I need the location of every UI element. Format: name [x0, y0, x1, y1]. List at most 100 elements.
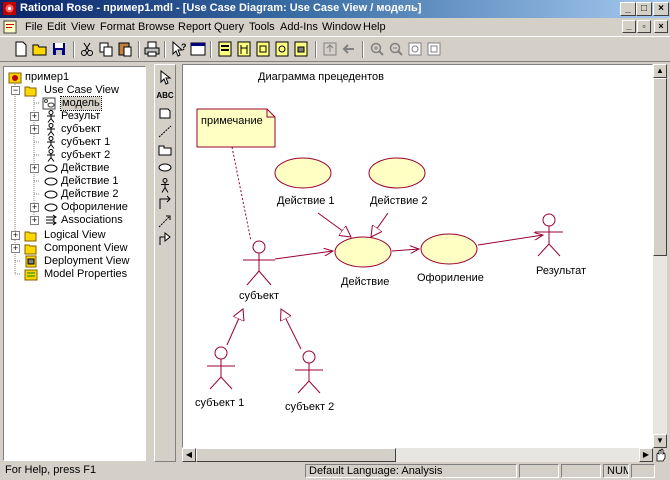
tree-node-action-2[interactable]: Действие 2	[4, 188, 144, 201]
generalization-subject1-subject[interactable]	[226, 309, 243, 346]
diagram-canvas[interactable]: Диаграмма прецедентов	[182, 64, 653, 448]
document-icon[interactable]	[3, 20, 17, 34]
tree-node-action-1[interactable]: Действие 1	[4, 175, 144, 188]
new-file-icon[interactable]	[12, 40, 30, 58]
expand-icon[interactable]: +	[30, 215, 39, 225]
menu-format[interactable]: Format	[100, 21, 135, 33]
browse-parent-icon[interactable]	[321, 40, 339, 58]
usecase-action-2-shape[interactable]	[368, 157, 426, 189]
context-help-icon[interactable]: ?	[170, 40, 188, 58]
minimize-button[interactable]: _	[620, 2, 636, 16]
tree-node-logical-view[interactable]: + Logical View	[4, 229, 144, 242]
association-formalize-result[interactable]	[477, 235, 543, 246]
note-shape[interactable]	[196, 108, 276, 148]
vertical-scroll-thumb[interactable]	[653, 78, 667, 256]
tree-node-component-view[interactable]: + Component View	[4, 242, 144, 255]
doc-minimize-button[interactable]: _	[622, 20, 636, 33]
browse-state-diagram-icon[interactable]	[273, 40, 291, 58]
maximize-button[interactable]: □	[636, 2, 652, 16]
menu-browse[interactable]: Browse	[138, 21, 175, 33]
expand-icon[interactable]: +	[11, 243, 20, 253]
expand-icon[interactable]: +	[30, 163, 39, 173]
unidirectional-association-tool-icon[interactable]	[156, 195, 174, 212]
menu-query[interactable]: Query	[214, 21, 244, 33]
generalization-subject2-subject[interactable]	[281, 309, 302, 350]
paste-icon[interactable]	[116, 40, 134, 58]
scroll-right-button[interactable]: ▶	[639, 448, 653, 462]
horizontal-scroll-thumb[interactable]	[196, 448, 396, 462]
tree-node-use-case-view[interactable]: − Use Case View	[4, 84, 144, 97]
hand-pan-icon[interactable]	[653, 448, 667, 462]
tree-node-subject-2[interactable]: субъект 2	[4, 149, 144, 162]
actor-subject-1-shape[interactable]	[207, 346, 235, 390]
cut-icon[interactable]	[78, 40, 96, 58]
dependency-tool-icon[interactable]	[156, 213, 174, 230]
scroll-up-button[interactable]: ▲	[653, 64, 667, 78]
menu-view[interactable]: View	[71, 21, 95, 33]
tree-node-subject-1[interactable]: субъект 1	[4, 136, 144, 149]
generalization-action2-action[interactable]	[371, 212, 389, 237]
actor-subject-2-shape[interactable]	[295, 350, 323, 394]
rational-rose-app-icon[interactable]	[3, 2, 16, 15]
undo-fit-icon[interactable]	[425, 40, 443, 58]
open-folder-icon[interactable]	[31, 40, 49, 58]
browse-previous-icon[interactable]	[340, 40, 358, 58]
tree-node-model-diagram[interactable]: модель	[4, 96, 144, 111]
menu-add-ins[interactable]: Add-Ins	[280, 21, 318, 33]
collapse-icon[interactable]: −	[11, 85, 20, 95]
copy-icon[interactable]	[97, 40, 115, 58]
package-tool-icon[interactable]	[156, 141, 174, 158]
actor-result-shape[interactable]	[535, 213, 563, 257]
menu-edit[interactable]: Edit	[47, 21, 66, 33]
fit-in-window-icon[interactable]	[406, 40, 424, 58]
menu-window[interactable]: Window	[322, 21, 362, 33]
tree-node-model-properties[interactable]: Model Properties	[4, 268, 144, 281]
expand-icon[interactable]: +	[30, 111, 39, 121]
generalization-action1-action[interactable]	[317, 212, 351, 237]
close-button[interactable]: ×	[653, 2, 669, 16]
usecase-formalize-shape[interactable]	[420, 233, 478, 265]
menu-help[interactable]: Help	[363, 21, 386, 33]
scroll-left-button[interactable]: ◀	[182, 448, 196, 462]
tree-node-root[interactable]: пример1	[4, 71, 144, 84]
browse-deployment-diagram-icon[interactable]	[292, 40, 310, 58]
save-icon[interactable]	[50, 40, 68, 58]
horizontal-scrollbar[interactable]: ◀ ▶	[182, 448, 653, 462]
association-subject-action[interactable]	[274, 251, 333, 260]
menu-file[interactable]: File	[25, 21, 43, 33]
generalization-tool-icon[interactable]	[156, 231, 174, 248]
zoom-in-icon[interactable]	[368, 40, 386, 58]
selection-arrow-icon[interactable]	[156, 69, 174, 86]
expand-icon[interactable]: +	[30, 124, 39, 134]
model-browser-tree[interactable]: пример1 − Use Case View модель + Результ…	[3, 66, 146, 461]
association-action-formalize[interactable]	[391, 249, 419, 251]
tree-node-subject[interactable]: + субъект	[4, 123, 144, 136]
browse-component-diagram-icon[interactable]	[254, 40, 272, 58]
actor-tool-icon[interactable]	[156, 177, 174, 194]
note-anchor-line[interactable]	[231, 146, 252, 242]
browse-class-diagram-icon[interactable]	[216, 40, 234, 58]
view-documentation-icon[interactable]	[189, 40, 207, 58]
usecase-action-shape[interactable]	[334, 236, 392, 268]
browse-interaction-diagram-icon[interactable]	[235, 40, 253, 58]
expand-icon[interactable]: +	[30, 202, 39, 212]
expand-icon[interactable]: +	[11, 230, 20, 240]
tree-node-formalize[interactable]: + Офориление	[4, 201, 144, 214]
menu-report[interactable]: Report	[178, 21, 212, 33]
vertical-scrollbar[interactable]: ▲ ▼	[653, 64, 667, 448]
print-icon[interactable]	[143, 40, 161, 58]
usecase-action-1-shape[interactable]	[274, 157, 332, 189]
tree-node-result[interactable]: + Результ	[4, 110, 144, 123]
tree-node-associations[interactable]: + Associations	[4, 214, 144, 227]
doc-close-button[interactable]: ×	[654, 20, 668, 33]
anchor-note-tool-icon[interactable]	[156, 123, 174, 140]
zoom-out-icon[interactable]	[387, 40, 405, 58]
scroll-down-button[interactable]: ▼	[653, 434, 667, 448]
doc-restore-button[interactable]: ▫	[637, 20, 651, 33]
actor-subject-shape[interactable]	[243, 240, 275, 286]
text-box-tool[interactable]: ABC	[156, 91, 174, 100]
note-tool-icon[interactable]	[156, 105, 174, 122]
usecase-tool-icon[interactable]	[156, 159, 174, 176]
tree-node-action[interactable]: + Действие	[4, 162, 144, 175]
menu-tools[interactable]: Tools	[249, 21, 275, 33]
